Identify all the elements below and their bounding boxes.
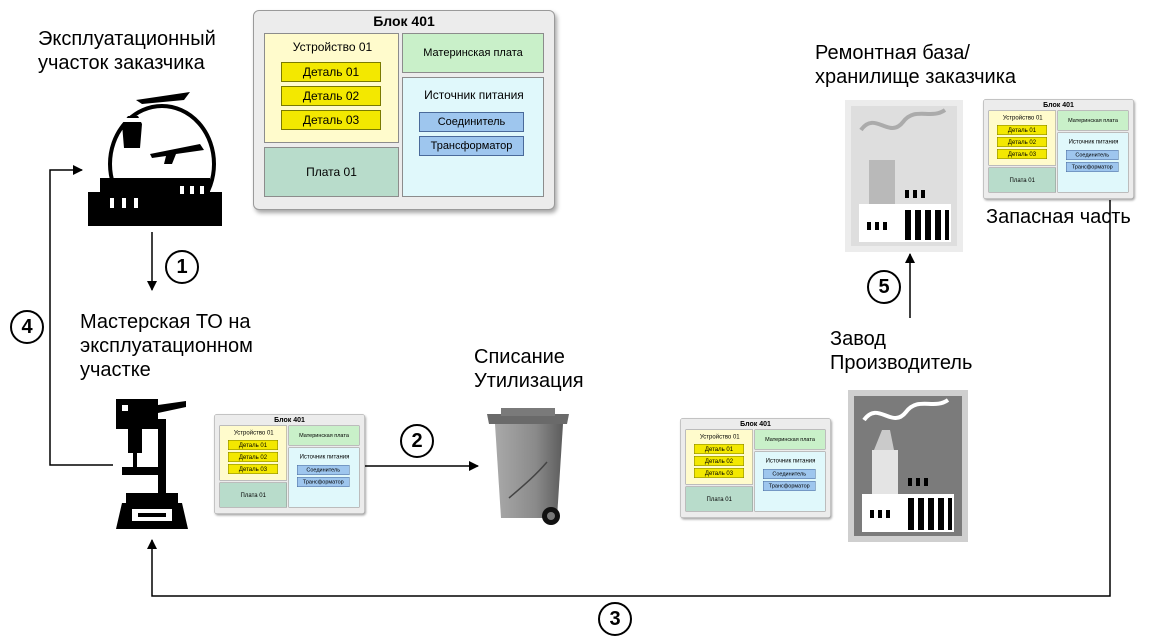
board-01: Плата 01 [685,486,753,512]
block-title: Блок 401 [1043,100,1074,109]
power-supply: Источник питания Соединитель Трансформат… [1057,132,1129,193]
device-01: Устройство 01 Деталь 01 Деталь 02 Деталь… [264,33,399,143]
device-title: Устройство 01 [292,40,373,54]
step-5-badge: 5 [867,270,901,304]
step-4-badge: 4 [10,310,44,344]
label-line: Ремонтная база/ [815,42,970,64]
transformer: Трансформатор [1066,162,1119,172]
arrow-3 [147,200,1111,597]
part-01: Деталь 01 [228,440,278,450]
part-03: Деталь 03 [228,464,278,474]
block-401-card: Блок 401 Устройство 01 Деталь 01 Деталь … [680,418,831,518]
label-line: Производитель [830,352,973,374]
label-spare-part: Запасная часть [986,206,1131,228]
block-401-card: Блок 401 Устройство 01 Деталь 01 Деталь … [253,10,555,210]
block-title: Блок 401 [274,415,305,424]
connector: Соединитель [419,112,524,132]
part-02: Деталь 02 [281,86,381,106]
part-02: Деталь 02 [228,452,278,462]
power-supply-title: Источник питания [1068,138,1119,145]
board-01: Плата 01 [264,147,399,197]
factory-icon [848,390,968,542]
part-01: Деталь 01 [997,125,1047,135]
transformer: Трансформатор [419,136,524,156]
part-01: Деталь 01 [281,62,381,82]
part-01: Деталь 01 [694,444,744,454]
power-supply: Источник питания Соединитель Трансформат… [288,447,360,508]
label-manufacturer: Завод Производитель [830,327,972,375]
step-3-badge: 3 [598,602,632,636]
block-401-manufacturer: Блок 401 Устройство 01 Деталь 01 Деталь … [680,418,831,518]
factory-manufacturer-drawing [854,396,962,536]
part-02: Деталь 02 [997,137,1047,147]
device-01: Устройство 01 Деталь 01 Деталь 02 Деталь… [685,429,753,485]
power-supply: Источник питания Соединитель Трансформат… [402,77,544,197]
arrow-4 [49,165,113,466]
label-repair-base: Ремонтная база/ хранилище заказчика [815,41,1016,89]
device-title: Устройство 01 [1002,114,1043,121]
transformer: Трансформатор [297,477,350,487]
label-line: Завод [830,328,886,350]
label-line: эксплуатационном [80,335,253,357]
factory-repair-drawing [851,106,957,246]
label-customer-site: Эксплуатационный участок заказчика [38,27,216,75]
step-2-badge: 2 [400,424,434,458]
motherboard: Материнская плата [754,429,826,450]
label-line: Утилизация [474,370,584,392]
transformer: Трансформатор [763,481,816,491]
drill-press-icon [116,399,188,529]
block-401-spare-part: Блок 401 Устройство 01 Деталь 01 Деталь … [983,99,1136,199]
block-401-workshop: Блок 401 Устройство 01 Деталь 01 Деталь … [214,414,365,514]
part-03: Деталь 03 [281,110,381,130]
block-401-card: Блок 401 Устройство 01 Деталь 01 Деталь … [214,414,365,514]
connector: Соединитель [1066,150,1119,160]
label-line: хранилище заказчика [815,66,1017,88]
label-workshop: Мастерская ТО на эксплуатационном участк… [80,310,253,382]
device-01: Устройство 01 Деталь 01 Деталь 02 Деталь… [988,110,1056,166]
label-disposal: Списание Утилизация [474,345,584,393]
board-01: Плата 01 [219,482,287,508]
connector: Соединитель [297,465,350,475]
block-title: Блок 401 [373,13,435,29]
factory-icon [845,100,963,252]
power-supply: Источник питания Соединитель Трансформат… [754,451,826,512]
motherboard: Материнская плата [288,425,360,446]
block-401-large: Блок 401 Устройство 01 Деталь 01 Деталь … [253,10,555,210]
power-supply-title: Источник питания [424,88,524,102]
connector: Соединитель [763,469,816,479]
trash-bin-icon [487,408,569,525]
label-line: Эксплуатационный [38,28,216,50]
block-401-card: Блок 401 Устройство 01 Деталь 01 Деталь … [983,99,1134,199]
device-title: Устройство 01 [699,433,740,440]
step-1-badge: 1 [165,250,199,284]
part-02: Деталь 02 [694,456,744,466]
label-line: участок заказчика [38,52,205,74]
power-supply-title: Источник питания [299,453,350,460]
airport-icon [88,92,222,226]
label-line: Мастерская ТО на [80,311,251,333]
label-line: Списание [474,346,565,368]
label-line: участке [80,359,151,381]
device-title: Устройство 01 [233,429,274,436]
part-03: Деталь 03 [997,149,1047,159]
device-01: Устройство 01 Деталь 01 Деталь 02 Деталь… [219,425,287,481]
power-supply-title: Источник питания [765,457,816,464]
board-01: Плата 01 [988,167,1056,193]
part-03: Деталь 03 [694,468,744,478]
block-title: Блок 401 [740,419,771,428]
motherboard: Материнская плата [1057,110,1129,131]
motherboard: Материнская плата [402,33,544,73]
